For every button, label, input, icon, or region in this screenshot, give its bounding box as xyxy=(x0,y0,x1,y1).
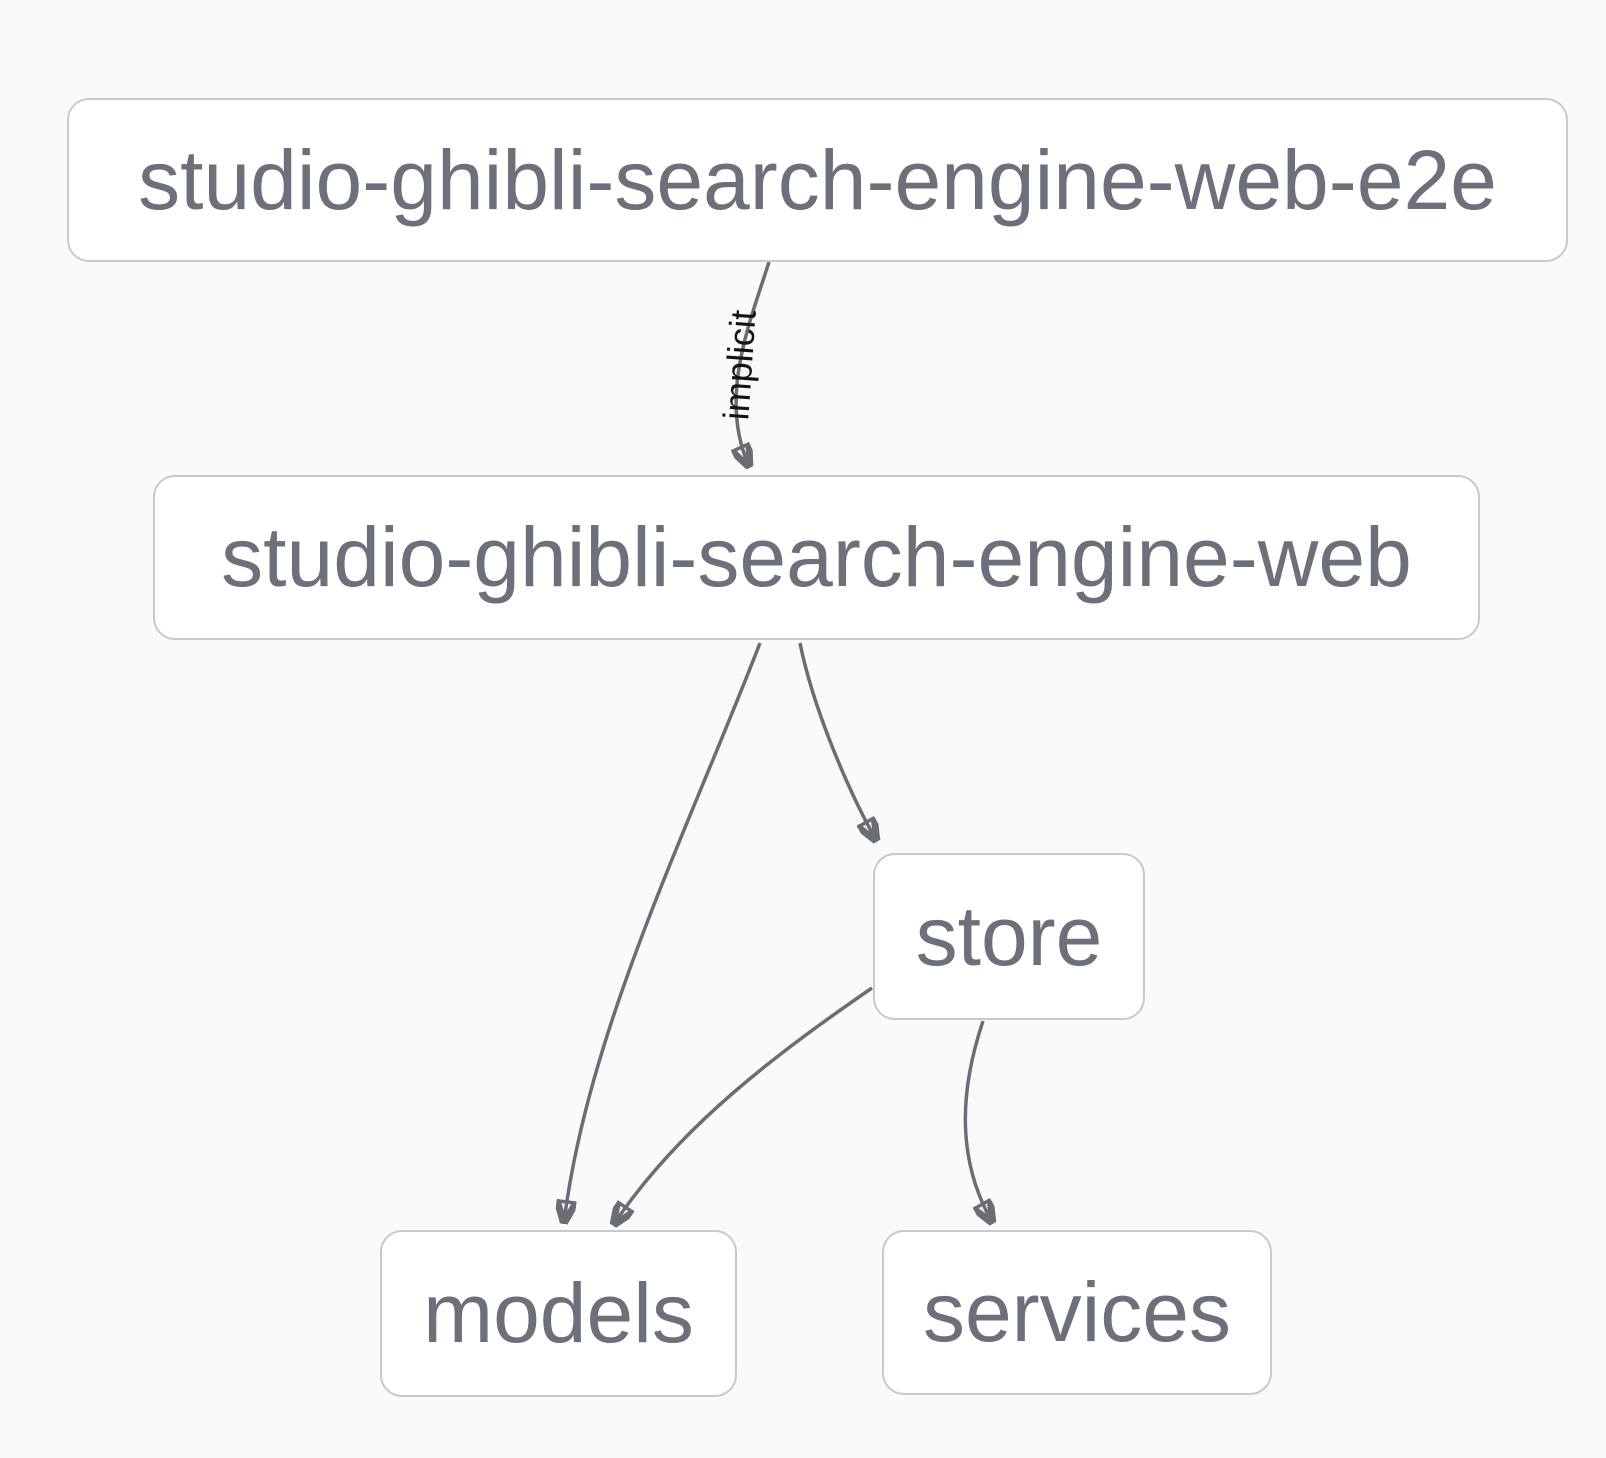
node-label: services xyxy=(922,1265,1232,1359)
edge-web-to-store xyxy=(798,642,876,840)
edge-label-implicit: implicit xyxy=(715,308,764,422)
edge-web-to-models xyxy=(564,642,762,1222)
node-studio-ghibli-search-engine-web[interactable]: studio-ghibli-search-engine-web xyxy=(153,475,1480,640)
node-models[interactable]: models xyxy=(380,1230,737,1397)
node-label: studio-ghibli-search-engine-web xyxy=(221,510,1412,604)
edge-store-to-services xyxy=(963,1020,992,1222)
node-services[interactable]: services xyxy=(882,1230,1272,1395)
node-studio-ghibli-search-engine-web-e2e[interactable]: studio-ghibli-search-engine-web-e2e xyxy=(67,98,1568,262)
node-label: studio-ghibli-search-engine-web-e2e xyxy=(138,132,1497,227)
node-store[interactable]: store xyxy=(873,853,1145,1020)
edge-e2e-to-web xyxy=(736,261,771,466)
node-label: models xyxy=(423,1266,694,1360)
edge-store-to-models xyxy=(614,986,873,1224)
node-label: store xyxy=(915,889,1103,983)
